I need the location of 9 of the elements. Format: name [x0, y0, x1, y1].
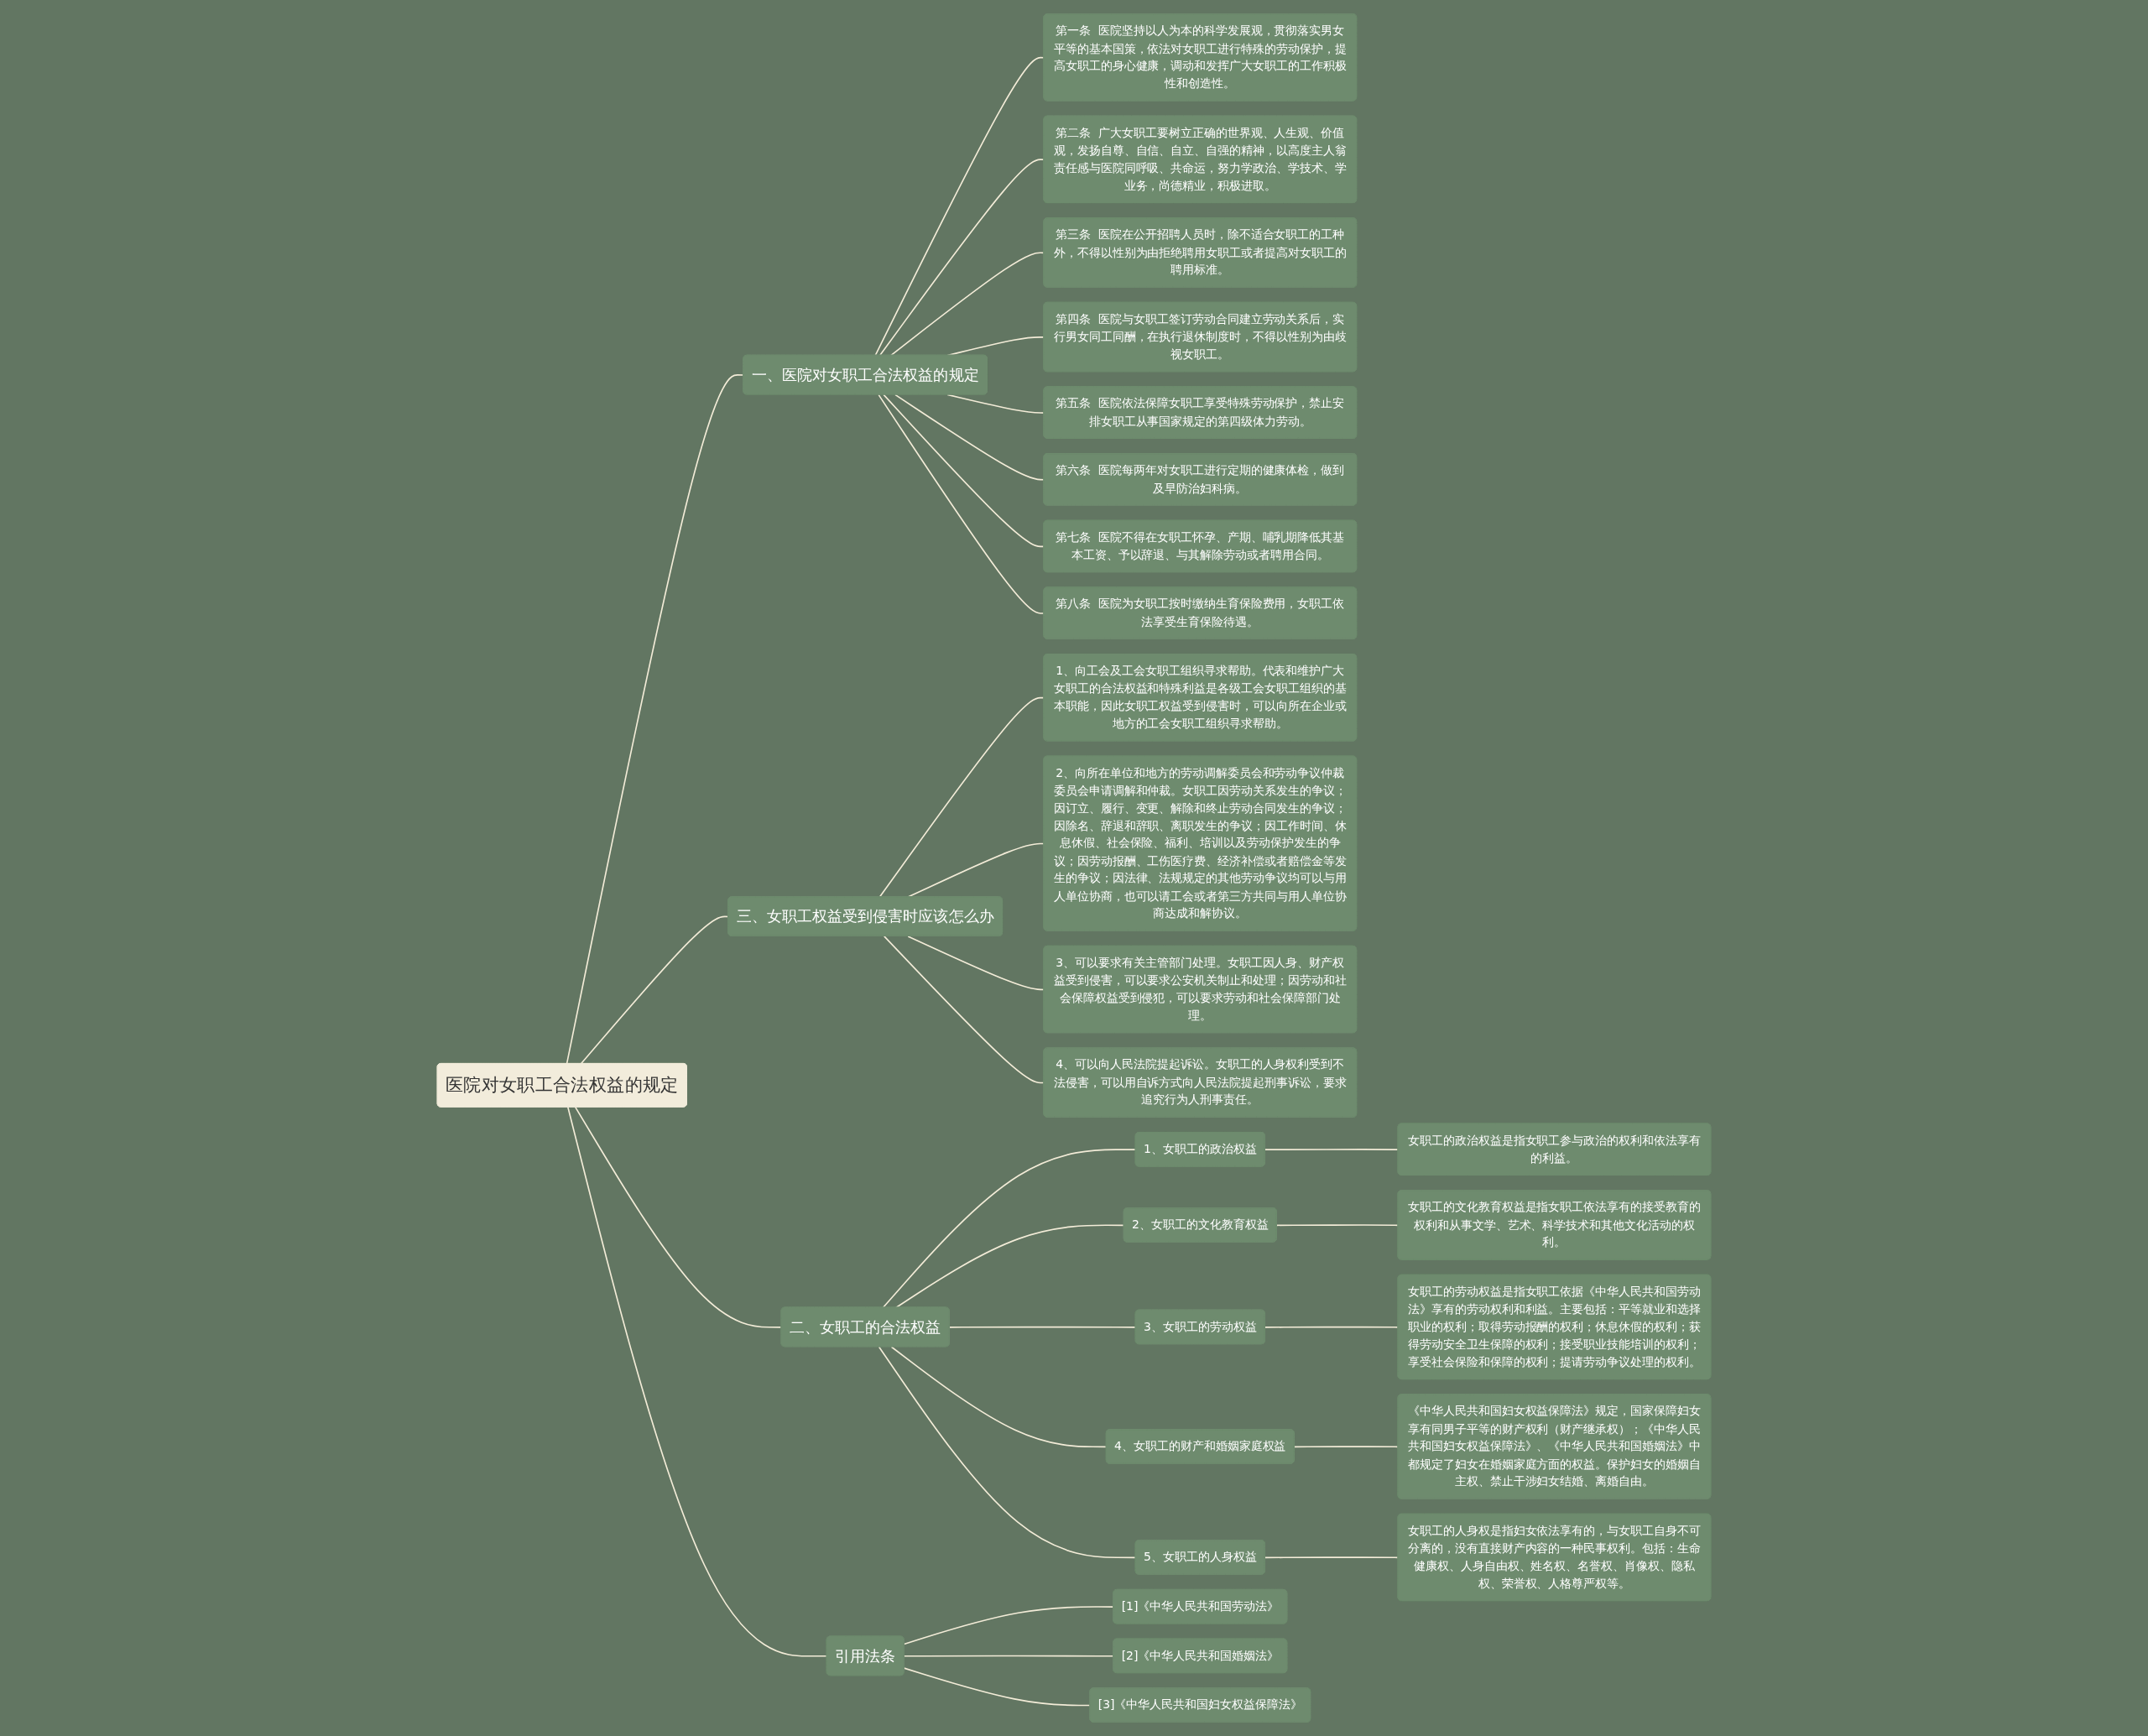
connector	[948, 1326, 1137, 1328]
connector	[882, 1149, 1137, 1309]
connector	[580, 915, 729, 1065]
connector	[903, 1606, 1114, 1645]
connector	[890, 1346, 1108, 1448]
connector	[878, 1346, 1137, 1559]
connector	[894, 1224, 1125, 1309]
connector	[903, 1655, 1114, 1657]
connector	[567, 1106, 828, 1657]
